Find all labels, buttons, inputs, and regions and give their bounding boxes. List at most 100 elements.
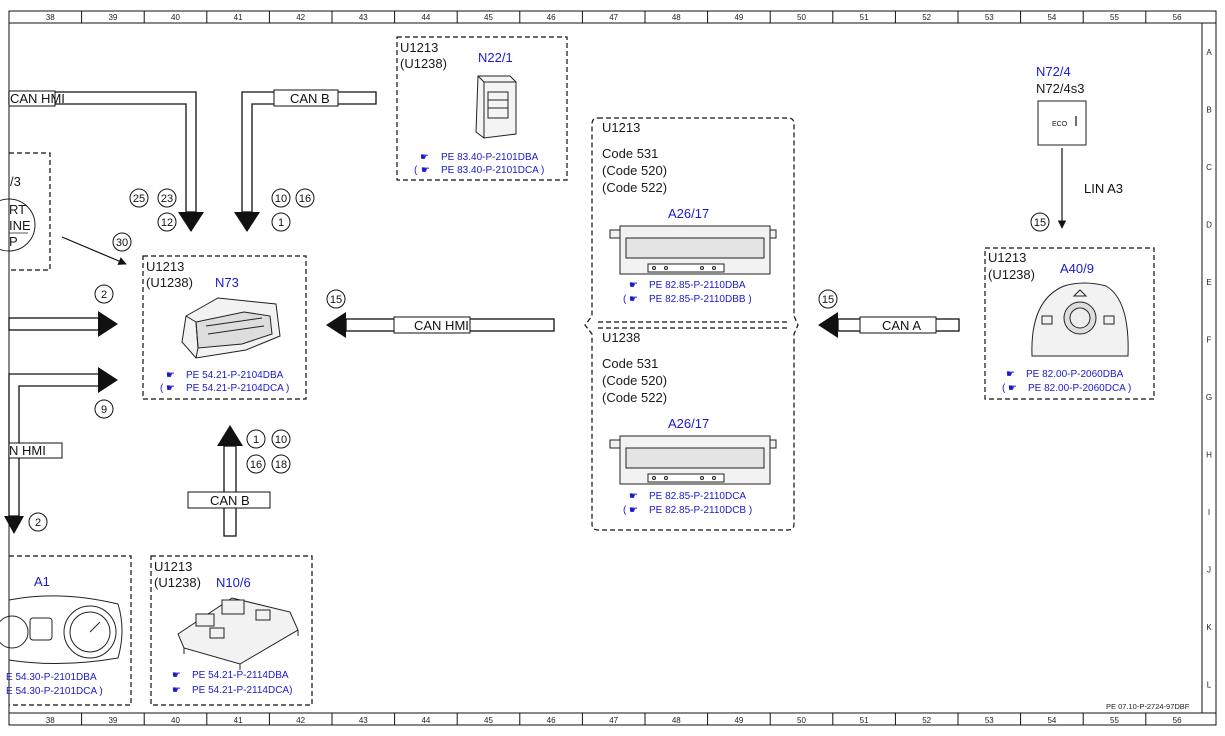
column-number: 39 (108, 716, 117, 725)
controller-drawing (1031, 282, 1129, 357)
row-letter: K (1206, 623, 1212, 632)
module-id: A26/17 (668, 416, 709, 431)
signal-circle: 9 (94, 399, 114, 419)
module-id: A26/17 (668, 206, 709, 221)
bus-label-can-hmi-topleft: CAN HMI (10, 91, 65, 106)
row-letter: B (1206, 105, 1211, 114)
column-number: 43 (359, 716, 368, 725)
svg-text:30: 30 (116, 237, 128, 249)
column-number: 56 (1173, 716, 1182, 725)
column-number: 45 (484, 13, 493, 22)
code: (Code 520) (602, 163, 667, 178)
module-n72-4: N72/4 N72/4s3 ECO (1036, 64, 1087, 146)
column-number: 52 (922, 13, 931, 22)
module-a26-17-top: U1213 Code 531 (Code 520) (Code 522) A26… (602, 120, 777, 305)
instrument-cluster-drawing (0, 595, 123, 665)
column-number: 43 (359, 13, 368, 22)
column-number: 54 (1047, 716, 1056, 725)
component-drawing (609, 435, 777, 485)
column-number: 53 (985, 13, 994, 22)
doc-ref-icon: ☛ (629, 505, 638, 516)
svg-text:15: 15 (822, 294, 834, 306)
module-a1: A1 E 54.30-P-2101DBA E 54.30-P-2101DCA ) (0, 555, 132, 706)
code: (Code 520) (602, 373, 667, 388)
doc-ref: E 54.30-P-2101DCA ) (6, 686, 103, 697)
signal-circle: 18 (271, 454, 291, 474)
bus-can-b-bottom (223, 445, 237, 537)
module-partial-left: /3 RT INE P (0, 152, 51, 271)
doc-ref: PE 82.00-P-2060DCA ) (1028, 383, 1131, 394)
doc-ref-icon: ☛ (421, 165, 430, 176)
module-variant: (U1238) (988, 267, 1035, 282)
doc-ref: PE 83.40-P-2101DBA (441, 152, 539, 163)
module-n73: U1213 (U1238) N73 ☛ PE 54.21-P-2104DBA (… (142, 255, 307, 400)
module-variant: (U1238) (400, 56, 447, 71)
doc-ref: E 54.30-P-2101DBA (6, 672, 97, 683)
bus-label-lin-a3: LIN A3 (1084, 181, 1123, 196)
svg-text:1: 1 (253, 434, 259, 446)
doc-ref: PE 82.85-P-2110DCB ) (649, 505, 752, 516)
signal-circle: 15 (1030, 212, 1050, 232)
doc-ref-paren: ( (623, 294, 627, 305)
module-id: N22/1 (478, 50, 513, 65)
arrow-head-n73-top2 (234, 212, 260, 232)
code: (Code 522) (602, 390, 667, 405)
svg-text:23: 23 (161, 193, 173, 205)
signal-circle: 10 (271, 188, 291, 208)
column-number: 42 (296, 716, 305, 725)
svg-text:16: 16 (299, 193, 311, 205)
signal-circle: 16 (246, 454, 266, 474)
doc-ref-paren: ( (160, 383, 164, 394)
column-number: 54 (1047, 13, 1056, 22)
module-variant: (U1238) (146, 275, 193, 290)
svg-text:25: 25 (133, 193, 145, 205)
eco-button-label: ECO (1052, 121, 1068, 128)
diagram-frame (8, 10, 1217, 726)
signal-circle: 25 (129, 188, 149, 208)
column-number: 50 (797, 13, 806, 22)
bus-label-box (8, 90, 56, 107)
signal-circle: 15 (818, 289, 838, 309)
module-n22-1: U1213 (U1238) N22/1 ☛ PE 83.40-P-2101DBA… (396, 36, 568, 181)
svg-text:INE: INE (9, 218, 31, 233)
signal-circle: 1 (246, 429, 266, 449)
row-letter: F (1207, 335, 1212, 344)
doc-ref: PE 82.00-P-2060DBA (1026, 369, 1124, 380)
column-number: 40 (171, 13, 180, 22)
column-number: 51 (860, 13, 869, 22)
code: Code 531 (602, 356, 658, 371)
bus-label-box (393, 316, 471, 334)
code: (Code 522) (602, 180, 667, 195)
component-drawing (177, 597, 299, 670)
component-drawing (181, 297, 281, 359)
column-number: 51 (860, 716, 869, 725)
svg-text:P: P (9, 234, 18, 249)
module-variant: U1213 (146, 259, 184, 274)
arrow-head-left-mid (98, 311, 118, 337)
column-number: 38 (46, 13, 55, 22)
arrow-head-left-lower (98, 367, 118, 393)
bus-label-can-b-top: CAN B (290, 91, 330, 106)
column-number: 39 (108, 13, 117, 22)
bus-label-can-a: CAN A (882, 318, 921, 333)
column-number: 46 (547, 716, 556, 725)
signal-arrow-30 (61, 236, 127, 265)
module-id: N10/6 (216, 575, 251, 590)
module-variant: U1213 (400, 40, 438, 55)
signal-circle: 15 (326, 289, 346, 309)
svg-text:15: 15 (1034, 217, 1046, 229)
module-a26-17-bottom: U1238 Code 531 (Code 520) (Code 522) A26… (602, 330, 777, 516)
svg-text:12: 12 (161, 217, 173, 229)
column-number: 48 (672, 13, 681, 22)
component-drawing (475, 75, 517, 139)
svg-text:1: 1 (278, 217, 284, 229)
bus-label-box (8, 442, 63, 459)
bus-label-hmi-left: N HMI (9, 443, 46, 458)
module-id: A40/9 (1060, 261, 1094, 276)
row-letter: E (1206, 278, 1211, 287)
module-id: A1 (34, 574, 50, 589)
column-number: 46 (547, 13, 556, 22)
